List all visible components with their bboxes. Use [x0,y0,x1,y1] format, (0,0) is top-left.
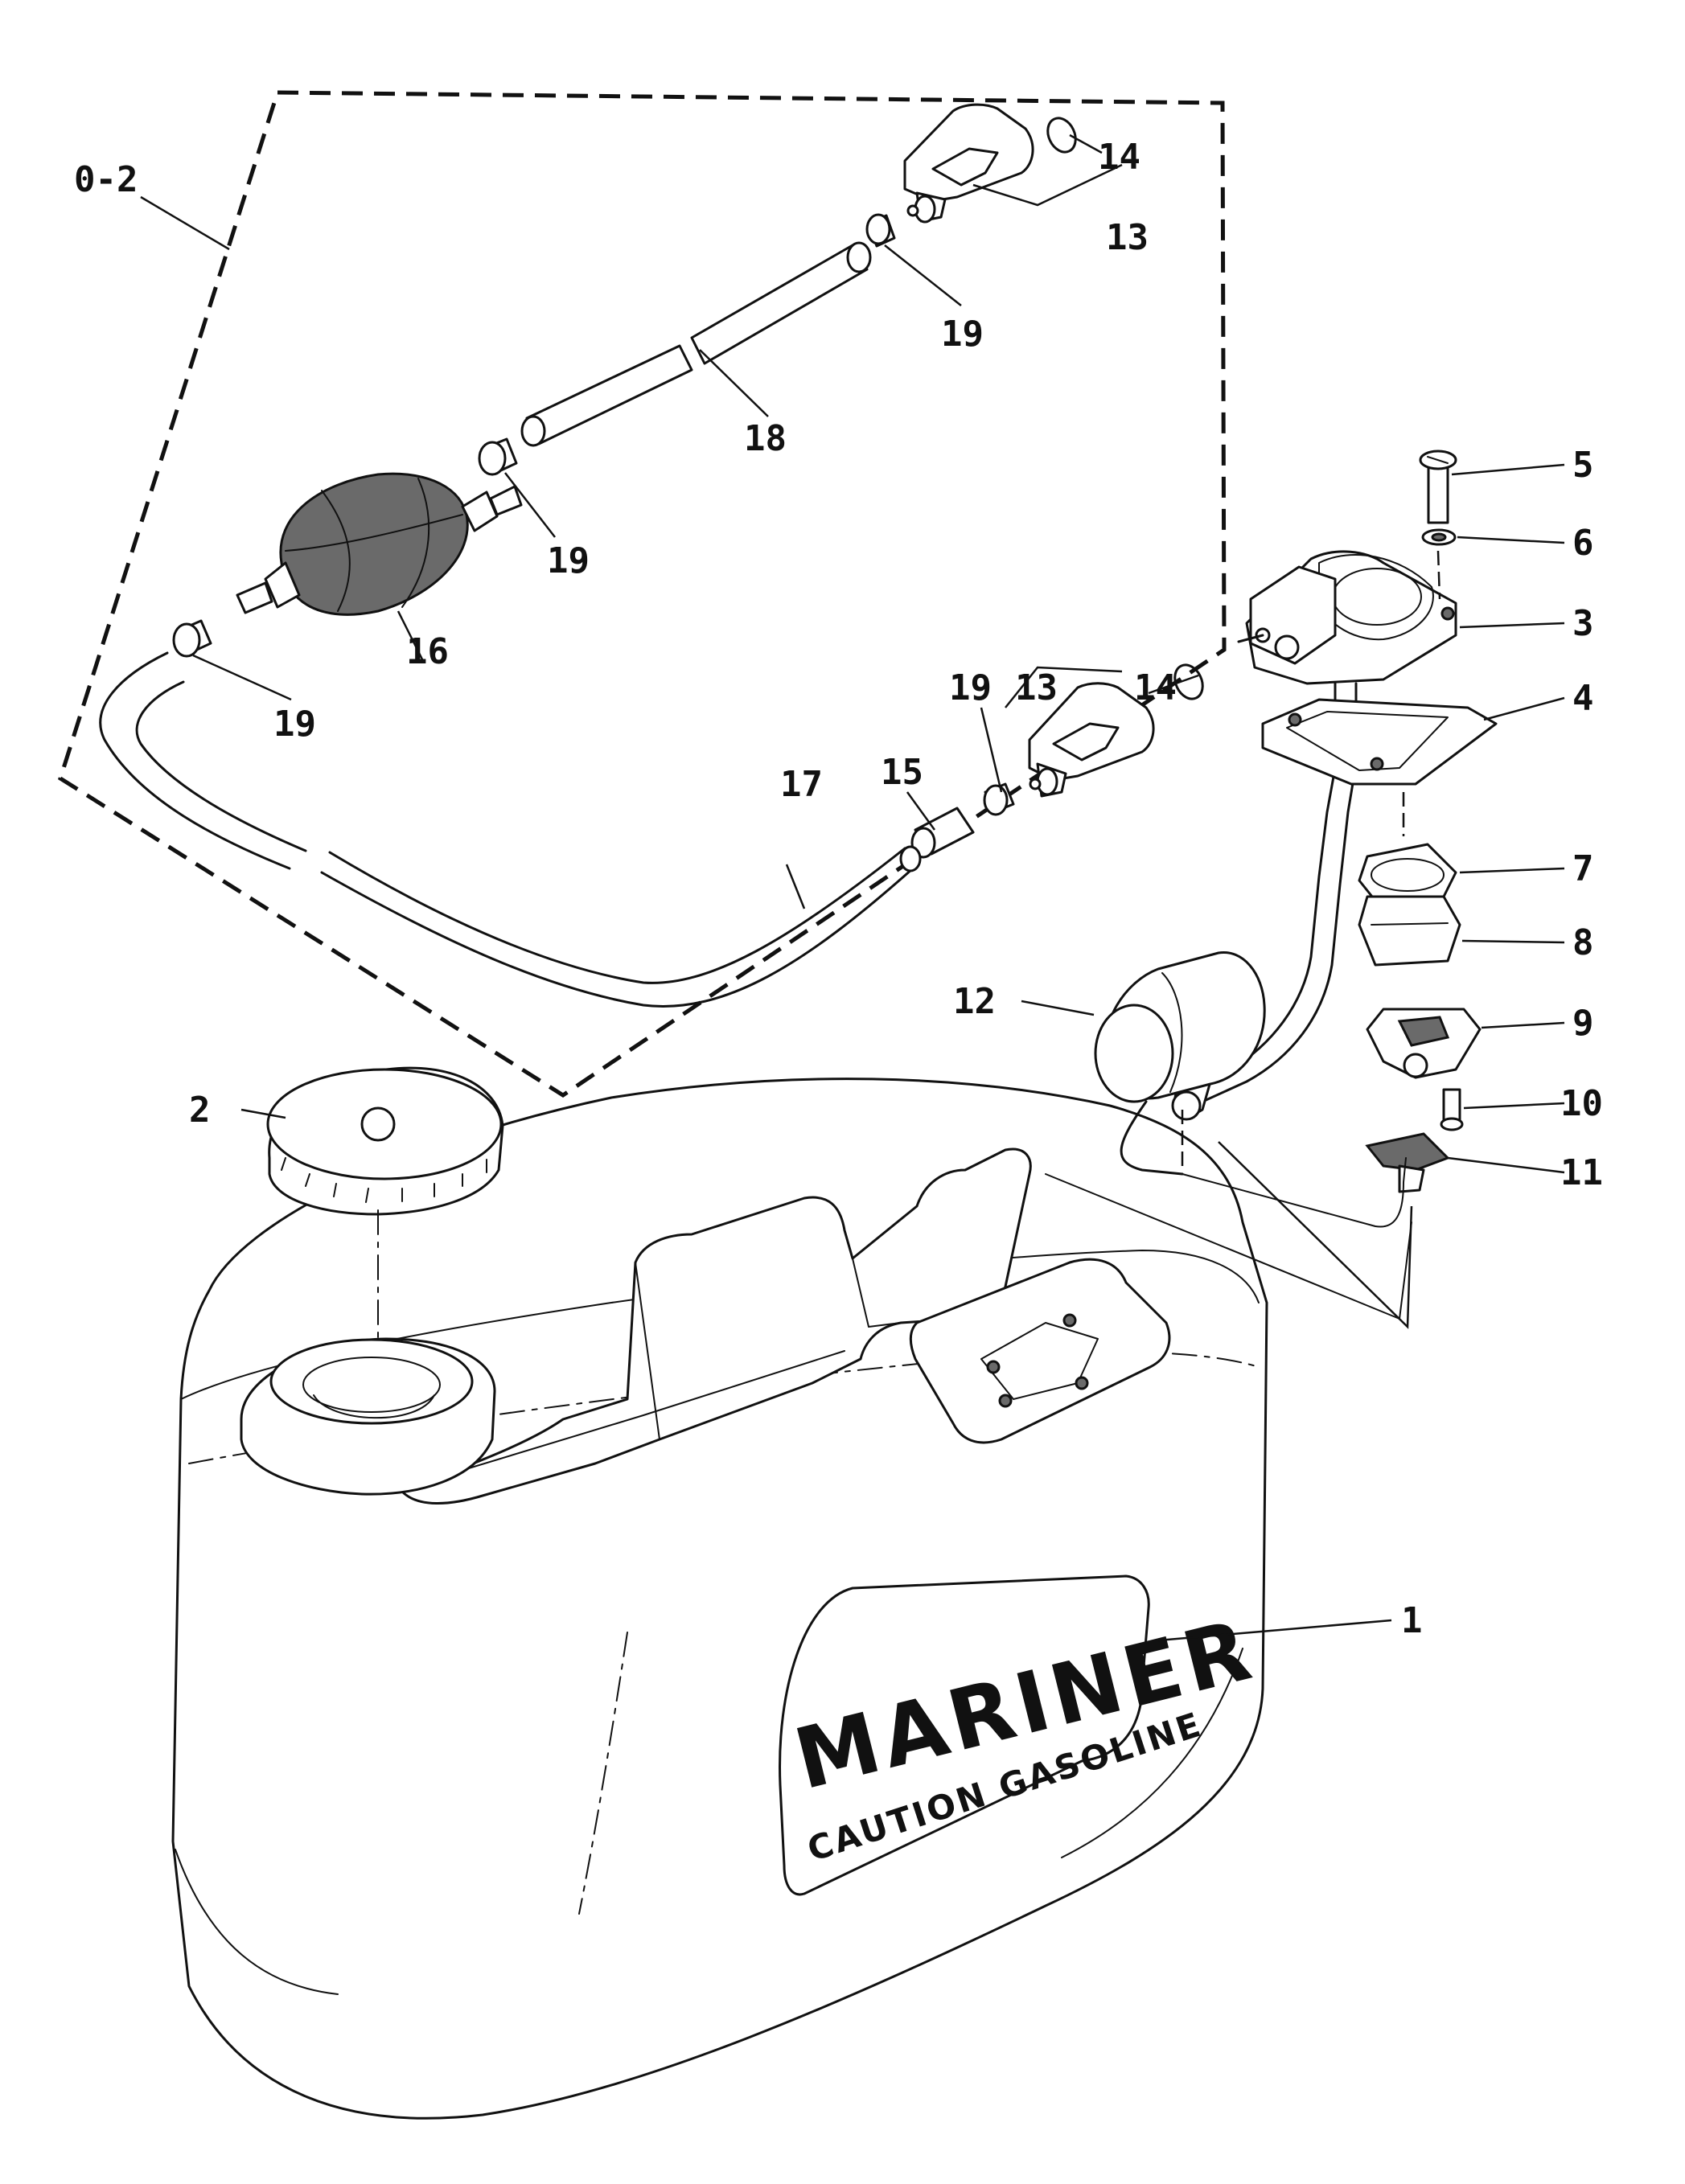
callout-8: 8 [1572,922,1594,963]
callout-2: 2 [189,1090,211,1131]
callout-15: 15 [881,752,923,793]
callout-16: 16 [406,631,449,672]
callout-19-upper: 19 [941,314,984,355]
callout-13-lower: 13 [1015,667,1058,708]
callout-5: 5 [1572,445,1594,486]
callout-14-upper: 14 [1098,137,1140,178]
float-mount-seal [1358,895,1461,967]
primer-bulb [236,472,523,616]
gasket [1261,698,1498,786]
callout-19-middle: 19 [547,540,590,581]
assembly-boundary [58,90,1227,1098]
callout-10: 10 [1560,1083,1603,1124]
callout-leaders [140,133,1565,1642]
callout-7: 7 [1572,848,1594,889]
callout-12: 12 [953,981,996,1022]
hose-upper [520,241,872,447]
clamp-lower [983,782,1015,816]
washer [1421,528,1457,546]
callout-assembly: 0-2 [74,159,138,200]
o-ring-upper [1046,117,1077,154]
callout-19-lower: 19 [949,667,992,708]
clamp-middle [478,437,518,476]
callout-17: 17 [780,764,823,805]
connector-lower [1028,682,1155,798]
callout-4: 4 [1572,678,1594,719]
o-ring-lower [1173,663,1204,700]
small-screw [1440,1088,1464,1131]
hose-lower [99,651,922,1008]
float-arm-clip [1365,1132,1450,1193]
callout-3: 3 [1572,603,1594,644]
callout-9: 9 [1572,1003,1594,1044]
callout-1: 1 [1401,1600,1423,1641]
callout-6: 6 [1572,523,1594,564]
fuel-tank: MARINER CAUTION GASOLINE [171,1078,1268,2120]
float-gasket [1358,843,1457,902]
clamp-left [172,619,212,658]
callout-11: 11 [1560,1152,1603,1193]
connector-upper [903,103,1034,224]
callout-19-left: 19 [273,704,316,745]
callout-13-upper: 13 [1106,217,1149,258]
fuel-cap [266,1066,504,1340]
gauge-sender-head [1171,550,1457,1121]
callout-18: 18 [744,418,787,459]
hose-fitting [910,807,975,859]
clamp-upper [865,213,896,248]
float-bracket [1366,1008,1482,1079]
callout-14-lower: 14 [1134,667,1177,708]
float [1094,950,1407,1228]
screw [1419,450,1457,524]
